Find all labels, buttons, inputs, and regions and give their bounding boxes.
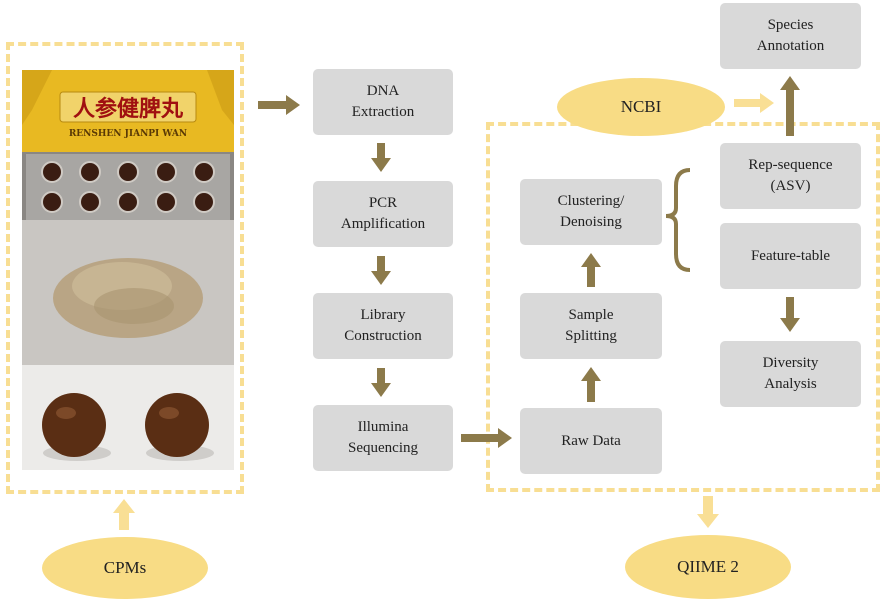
cpms-ellipse: CPMs <box>42 537 208 599</box>
step-raw-data: Raw Data <box>520 408 662 474</box>
arrow-illumina-to-rawdata <box>461 428 512 448</box>
package-subtitle: RENSHEN JIANPI WAN <box>69 129 187 139</box>
arrow-pcr-to-library <box>371 256 391 285</box>
arrow-dna-to-pcr <box>371 143 391 172</box>
arrow-photos-to-dna <box>258 95 300 115</box>
photo-pills <box>22 365 234 470</box>
step-rep-sequence: Rep-sequence (ASV) <box>720 143 861 209</box>
photo-packaged-pills: 人参健脾丸 RENSHEN JIANPI WAN <box>22 70 234 220</box>
step-species-annotation: Species Annotation <box>720 3 861 69</box>
step-diversity-analysis: Diversity Analysis <box>720 341 861 407</box>
step-sample-splitting: Sample Splitting <box>520 293 662 359</box>
brace-connector <box>665 168 691 272</box>
step-dna-extraction: DNA Extraction <box>313 69 453 135</box>
arrow-library-to-illumina <box>371 368 391 397</box>
arrow-ncbi-to-species <box>734 93 774 113</box>
step-library-construction: Library Construction <box>313 293 453 359</box>
ncbi-ellipse: NCBI <box>557 78 725 136</box>
photo-powder <box>22 220 234 365</box>
step-feature-table: Feature-table <box>720 223 861 289</box>
cpm-samples-frame <box>6 42 244 494</box>
step-illumina-sequencing: Illumina Sequencing <box>313 405 453 471</box>
arrow-splitting-to-clustering <box>581 253 601 287</box>
arrow-frame-to-qiime2 <box>697 496 719 528</box>
qiime2-ellipse: QIIME 2 <box>625 535 791 599</box>
arrow-repseq-to-species <box>780 76 800 136</box>
arrow-rawdata-to-splitting <box>581 367 601 402</box>
arrow-cpms-to-frame <box>113 499 135 530</box>
step-clustering-denoising: Clustering/ Denoising <box>520 179 662 245</box>
step-pcr-amplification: PCR Amplification <box>313 181 453 247</box>
arrow-featuretable-to-diversity <box>780 297 800 332</box>
package-title: 人参健脾丸 <box>73 96 184 122</box>
